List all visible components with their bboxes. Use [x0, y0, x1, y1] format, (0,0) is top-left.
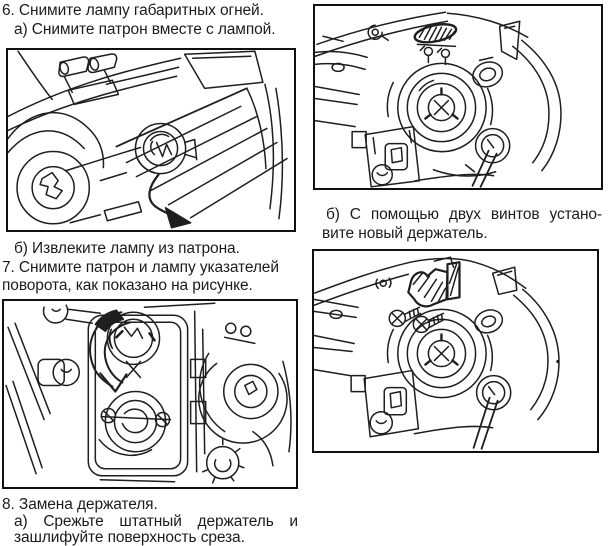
step-8b-line-1: б) С помощью двух винтов устано-: [326, 206, 602, 223]
housing-frame: [87, 314, 189, 477]
bulb-socket: [134, 122, 187, 175]
lamp-rim: [521, 288, 560, 421]
figure-headlight-rear: [313, 4, 603, 190]
step-6-text-block: 6. Снимите лампу габаритных огней. а) Сн…: [2, 2, 304, 39]
adjuster-port: [475, 374, 512, 411]
turn-signal-socket-illustration: [5, 302, 292, 484]
arrow-head-icon: [99, 372, 128, 393]
screwdriver: [471, 149, 498, 188]
reflector-rings: [234, 374, 268, 409]
step-6b-line: б) Извлеките лампу из патрона.: [14, 240, 240, 257]
mounting-screw-2: [412, 315, 431, 334]
side-marker-socket: [472, 61, 504, 88]
old-holder-hatched: [413, 23, 458, 44]
step-7-text-block: б) Извлеките лампу из патрона. 7. Снимит…: [2, 240, 304, 296]
body-line: [17, 50, 53, 101]
step-8-line-2: а) Срежьте штатный держатель и: [14, 513, 298, 530]
step-8-text-block: 8. Замена держателя. а) Срежьте штатный …: [2, 496, 298, 546]
new-holder-hatched: [407, 261, 461, 308]
arrow-head-icon: [164, 206, 192, 229]
connector-block: [363, 369, 420, 438]
headlight-rear-illustration: [315, 11, 562, 188]
lamp-rim: [520, 39, 562, 172]
step-8-line-1: 8. Замена держателя.: [2, 496, 158, 513]
step-8b-line-2: вите новый держатель.: [322, 224, 488, 242]
step-8-line-3: зашлифуйте поверхность среза.: [14, 529, 245, 546]
mounting-screw-1: [388, 309, 407, 328]
step-8b-text-block: б) С помощью двух винтов устано- вите но…: [316, 206, 602, 243]
step-6-line-1: 6. Снимите лампу габаритных огней.: [2, 2, 264, 19]
step-7-line-2: поворота, как показано на рисунке.: [2, 277, 253, 294]
wheel-arch: [8, 111, 105, 169]
wheel: [16, 150, 91, 225]
figure-parking-light-socket: [6, 48, 296, 232]
step-7-line-1: 7. Снимите патрон и лампу указателей: [2, 258, 279, 276]
new-holder-illustration: [314, 256, 560, 450]
figure-new-holder-installed: [312, 249, 599, 453]
parking-light-socket-illustration: [8, 50, 288, 229]
figure-turn-signal-socket: [2, 299, 298, 489]
screwdriver: [472, 396, 499, 450]
step-6-line-2: а) Снимите патрон вместе с лампой.: [14, 20, 276, 38]
